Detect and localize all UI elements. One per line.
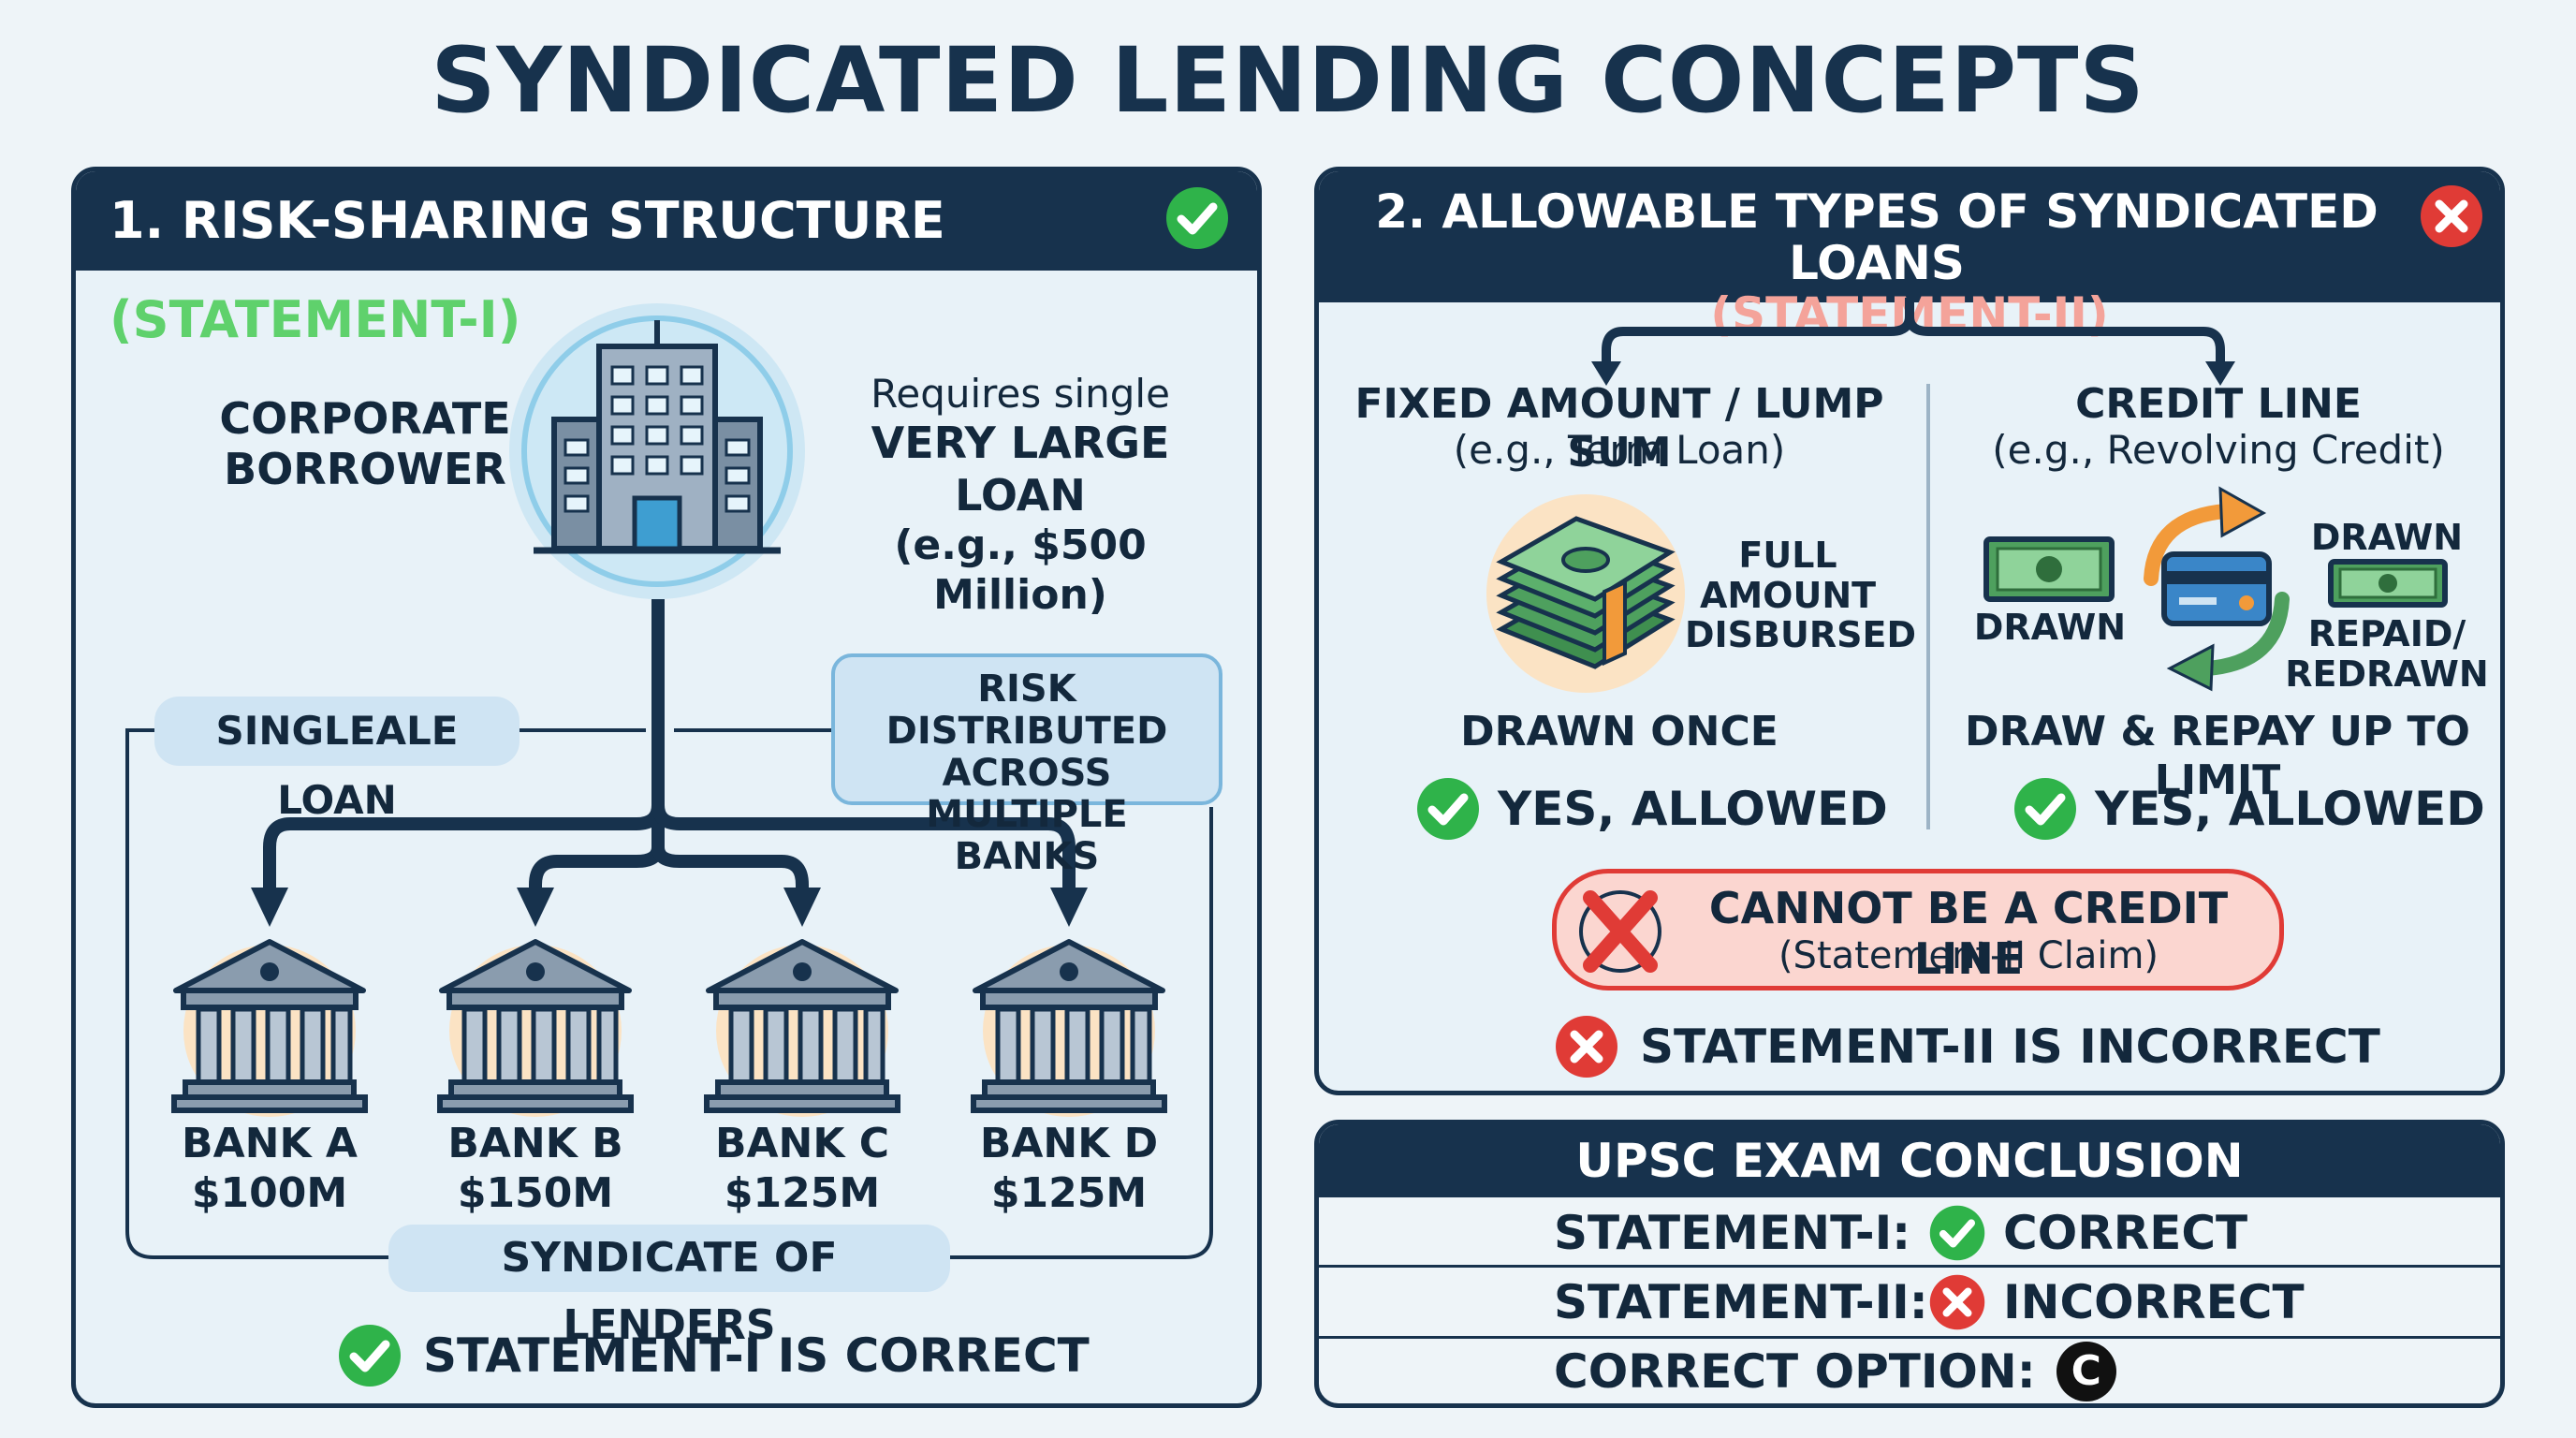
drawn-right-label: DRAWN: [2310, 517, 2464, 558]
bank-amount: $125M: [724, 1168, 881, 1217]
cash-bill-icon: [2328, 559, 2448, 608]
bank-icon: [704, 939, 900, 1117]
conclusion-header: UPSC EXAM CONCLUSION: [1319, 1124, 2500, 1197]
bank-item: BANK D $125M: [947, 932, 1191, 1219]
conclusion-row: STATEMENT-II: INCORRECT: [1554, 1269, 2305, 1335]
x-icon: [2421, 185, 2482, 247]
statement1-verdict: STATEMENT-I IS CORRECT: [337, 1322, 1090, 1389]
corporate-building-icon: [509, 303, 805, 599]
bank-item: BANK B $150M: [414, 932, 657, 1219]
bank-item: BANK C $125M: [681, 932, 924, 1219]
check-icon: [2014, 778, 2076, 840]
conclusion-panel: UPSC EXAM CONCLUSION: [1314, 1120, 2505, 1408]
credit-line-allowed-text: YES, ALLOWED: [2095, 782, 2485, 836]
cash-stack-icon: [1486, 494, 1685, 693]
check-icon: [1929, 1205, 1985, 1261]
conclusion-row-label: STATEMENT-I:: [1554, 1206, 1911, 1260]
single-loan-pill: SINGLEALE LOAN: [154, 697, 520, 823]
x-icon: [1929, 1274, 1985, 1330]
x-icon: [1556, 1016, 1617, 1078]
loan-text-2: VERY LARGE LOAN: [871, 418, 1170, 521]
bank-item: BANK A $100M: [148, 932, 391, 1219]
bank-name: BANK B: [447, 1120, 623, 1167]
drawn-left-label: DRAWN: [1973, 607, 2127, 648]
statement2-verdict-text: STATEMENT-II IS INCORRECT: [1640, 1020, 2380, 1074]
panel1-heading: 1. RISK-SHARING STRUCTURE: [110, 191, 945, 250]
lump-sum-sub: (e.g., Term Loan): [1453, 427, 1786, 473]
risk-sharing-header: 1. RISK-SHARING STRUCTURE (STATEMENT-I): [76, 171, 1257, 349]
syndicate-pill: SYNDICATE OF LENDERS: [388, 1225, 950, 1349]
bank-icon: [437, 939, 634, 1117]
check-icon: [339, 1325, 401, 1387]
lump-sum-allowed: YES, ALLOWED: [1415, 775, 1888, 843]
borrower-label: CORPORATE BORROWER: [219, 393, 511, 495]
bank-amount: $100M: [191, 1168, 348, 1217]
conclusion-row-divider: [1319, 1265, 2500, 1268]
claim-title: CANNOT BE A CREDIT LINE: [1708, 883, 2229, 985]
conclusion-row-divider: [1319, 1336, 2500, 1339]
revolving-credit-icon: [2144, 486, 2290, 692]
bank-icon: [171, 939, 368, 1117]
bank-icon: [971, 939, 1167, 1117]
credit-line-title: CREDIT LINE: [2075, 380, 2362, 428]
syndicate-connector-lines: [125, 599, 1213, 1259]
loan-type-branch-arrows: [1591, 298, 2235, 386]
page-title: SYNDICATED LENDING CONCEPTS: [431, 28, 2145, 133]
conclusion-row-value: CORRECT: [2003, 1206, 2248, 1260]
statement2-verdict: STATEMENT-II IS INCORRECT: [1554, 1013, 2380, 1080]
conclusion-row-value: INCORRECT: [2003, 1275, 2305, 1329]
bank-amount: $150M: [457, 1168, 614, 1217]
statement2-claim-box: CANNOT BE A CREDIT LINE (Statement-II Cl…: [1552, 869, 2284, 990]
full-amount-label: FULL AMOUNT DISBURSED: [1685, 535, 1916, 656]
panel1-heading-tag: (STATEMENT-I): [110, 290, 521, 349]
lump-sum-title: FIXED AMOUNT / LUMP SUM: [1354, 380, 1884, 477]
check-icon: [1417, 778, 1479, 840]
credit-line-sub: (e.g., Revolving Credit): [1992, 427, 2445, 473]
statement1-verdict-text: STATEMENT-I IS CORRECT: [423, 1328, 1090, 1383]
panel2-heading: 2. ALLOWABLE TYPES OF SYNDICATED LOANS: [1375, 184, 2378, 290]
conclusion-row: CORRECT OPTION: C: [1554, 1339, 2116, 1404]
risk-distributed-box: RISK DISTRIBUTED ACROSS MULTIPLE BANKS: [831, 653, 1222, 878]
drawn-once-label: DRAWN ONCE: [1460, 708, 1778, 756]
loan-types-header: 2. ALLOWABLE TYPES OF SYNDICATED LOANS (…: [1319, 171, 2500, 341]
loan-text-3: (e.g., $500 Million): [894, 521, 1147, 619]
check-icon: [1166, 187, 1228, 249]
credit-line-allowed: YES, ALLOWED: [2012, 775, 2485, 843]
x-icon: [1579, 890, 1661, 973]
bank-amount: $125M: [990, 1168, 1148, 1217]
claim-sub: (Statement-II Claim): [1778, 934, 2159, 977]
lump-sum-allowed-text: YES, ALLOWED: [1498, 782, 1888, 836]
conclusion-row-label: CORRECT OPTION:: [1554, 1344, 2036, 1399]
conclusion-row-label: STATEMENT-II:: [1554, 1275, 1928, 1329]
bank-name: BANK C: [714, 1120, 890, 1167]
conclusion-row: STATEMENT-I: CORRECT: [1554, 1200, 2247, 1266]
bank-name: BANK A: [182, 1120, 358, 1167]
repaid-label: REPAID/ REDRAWN: [2285, 613, 2489, 695]
draw-repay-label: DRAW & REPAY UP TO LIMIT: [1965, 708, 2470, 804]
loan-text-1: Requires single: [871, 371, 1170, 417]
cash-bill-icon: [1983, 536, 2115, 602]
bank-name: BANK D: [979, 1120, 1159, 1167]
loan-requirement: Requires single VERY LARGE LOAN (e.g., $…: [805, 371, 1236, 620]
option-c-badge: C: [2056, 1342, 2116, 1401]
column-divider: [1926, 384, 1930, 829]
